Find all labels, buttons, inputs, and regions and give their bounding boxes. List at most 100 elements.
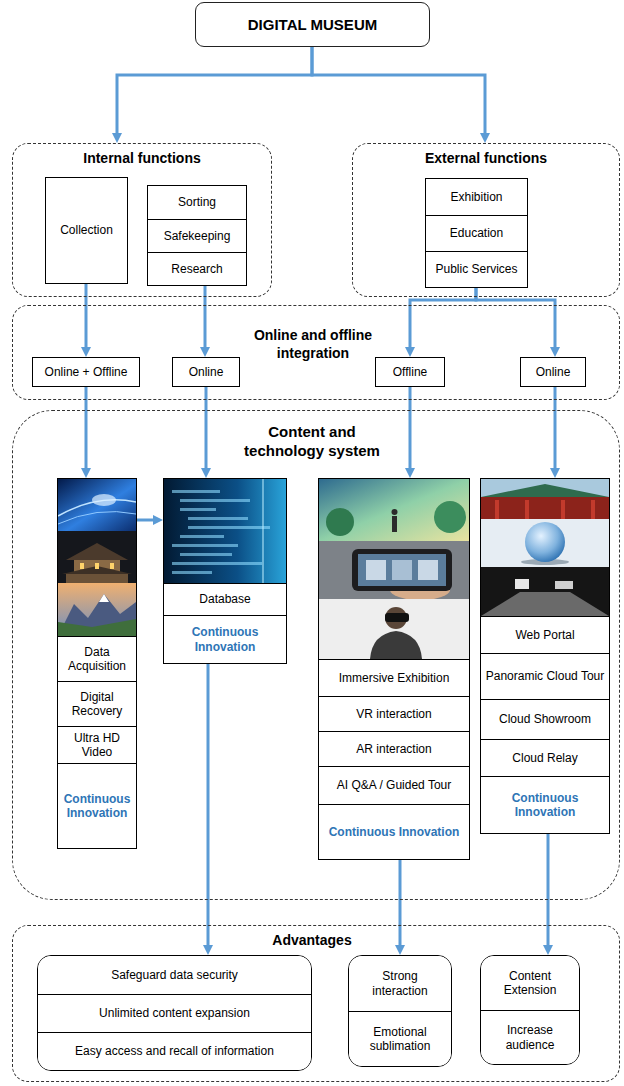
content-column: DatabaseContinuous Innovation xyxy=(163,478,287,664)
group-heading: Online and offline integration xyxy=(238,327,388,362)
cell-text: Sorting xyxy=(148,186,246,219)
cell-text: AR interaction xyxy=(319,731,469,766)
group-heading: Advantages xyxy=(232,932,392,950)
box-label: Offline xyxy=(389,363,431,381)
palace-column xyxy=(525,500,529,519)
photo-mountains xyxy=(58,583,136,636)
code-line xyxy=(172,571,212,574)
cell-text: Public Services xyxy=(426,251,527,287)
showcase xyxy=(515,579,529,589)
dashed-group: External functionsExhibitionEducationPub… xyxy=(352,143,620,297)
group-heading: Content and technology system xyxy=(232,423,392,461)
screen-item xyxy=(392,560,412,580)
cell-text: Easy access and recall of information xyxy=(38,1032,311,1070)
phone-screen xyxy=(358,554,446,586)
cell-text: Safeguard data security xyxy=(38,956,311,994)
content-column: Web PortalPanoramic Cloud TourCloud Show… xyxy=(480,478,610,834)
window-light xyxy=(95,563,99,569)
code-line xyxy=(180,499,250,502)
palace-column xyxy=(561,500,565,519)
process-box: Offline xyxy=(375,357,445,387)
group-heading: Internal functions xyxy=(62,150,222,168)
screen-item xyxy=(418,560,438,580)
code-line xyxy=(172,562,262,565)
forest xyxy=(58,619,136,636)
photo-showroom xyxy=(481,567,609,616)
photo-light-tunnel xyxy=(58,479,136,531)
light-glow xyxy=(92,494,116,506)
code-line xyxy=(172,490,220,493)
code-line xyxy=(180,535,224,538)
cell-text: Database xyxy=(164,583,286,615)
image-slot xyxy=(319,479,469,659)
flow-arrow xyxy=(312,47,485,137)
stacked-box: SortingSafekeepingResearch xyxy=(147,185,247,286)
window-light xyxy=(80,563,84,569)
code-line xyxy=(188,517,248,520)
pavilion-wall xyxy=(66,574,128,583)
group-heading: External functions xyxy=(406,150,566,168)
box-label: Collection xyxy=(56,221,117,239)
advantage-box: Content ExtensionIncrease audience xyxy=(480,955,580,1065)
vr-headset xyxy=(385,613,409,622)
palace-column xyxy=(591,500,595,519)
image-slot xyxy=(164,479,286,583)
tree xyxy=(434,501,466,533)
flow-arrow xyxy=(204,286,207,351)
cell-text: Immersive Exhibition xyxy=(319,659,469,696)
image-slot xyxy=(481,479,609,616)
showcase xyxy=(555,581,573,589)
cell-text: Research xyxy=(148,252,246,285)
image-slot xyxy=(58,479,136,636)
flow-arrow xyxy=(117,47,312,137)
cell-text: Strong interaction xyxy=(349,956,451,1011)
process-box: Online + Offline xyxy=(32,357,140,387)
showroom-floor xyxy=(481,592,609,616)
root-box: DIGITAL MUSEUM xyxy=(195,2,430,47)
stacked-box: ExhibitionEducationPublic Services xyxy=(425,178,528,288)
glass-artifact xyxy=(525,522,565,562)
visitor-figure xyxy=(392,509,398,515)
advantage-box: Strong interactionEmotional sublimation xyxy=(348,955,452,1067)
flow-arrow xyxy=(207,664,210,949)
light-beam xyxy=(262,479,264,583)
cell-text: Exhibition xyxy=(426,179,527,215)
tree xyxy=(326,508,354,536)
root-label: DIGITAL MUSEUM xyxy=(248,16,377,33)
box-label: Online xyxy=(532,363,575,381)
pavilion-roof xyxy=(66,543,128,560)
photo-vr-user xyxy=(319,599,469,659)
screen-item xyxy=(366,560,386,580)
cell-text: Safekeeping xyxy=(148,219,246,252)
advantage-box: Safeguard data securityUnlimited content… xyxy=(37,955,312,1071)
process-box: Online xyxy=(520,357,586,387)
dashed-group: Online and offline integrationOnline + O… xyxy=(12,305,620,400)
cell-text: Panoramic Cloud Tour xyxy=(481,653,609,699)
window-light xyxy=(110,563,114,569)
flow-arrow xyxy=(410,288,476,351)
cell-text: Digital Recovery xyxy=(58,681,136,726)
cell-text: Continuous Innovation xyxy=(58,763,136,848)
flow-arrow xyxy=(137,519,157,522)
process-box: Online xyxy=(172,357,240,387)
photo-glass-artifact xyxy=(481,519,609,567)
flow-arrow xyxy=(476,288,555,351)
flow-arrow xyxy=(85,284,88,351)
dashed-group: Internal functionsCollection SortingSafek… xyxy=(12,143,272,297)
code-line xyxy=(180,553,232,556)
process-box: Collection xyxy=(45,177,128,284)
flow-arrow xyxy=(399,860,402,949)
palace-column xyxy=(495,500,499,519)
dashed-group: AdvantagesSafeguard data securityUnlimit… xyxy=(12,925,620,1082)
box-label: Online xyxy=(185,363,228,381)
cell-text: Continuous Innovation xyxy=(164,615,286,663)
mountain xyxy=(58,594,136,636)
flow-arrow xyxy=(547,834,550,949)
photo-immersive-hall xyxy=(319,479,469,541)
person-body xyxy=(370,631,422,659)
cell-text: Continuous Innovation xyxy=(319,804,469,859)
light-streak xyxy=(58,512,136,524)
content-column: Data AcquisitionDigital RecoveryUltra HD… xyxy=(57,478,137,849)
code-line xyxy=(172,544,238,547)
photo-pavilion xyxy=(58,531,136,583)
